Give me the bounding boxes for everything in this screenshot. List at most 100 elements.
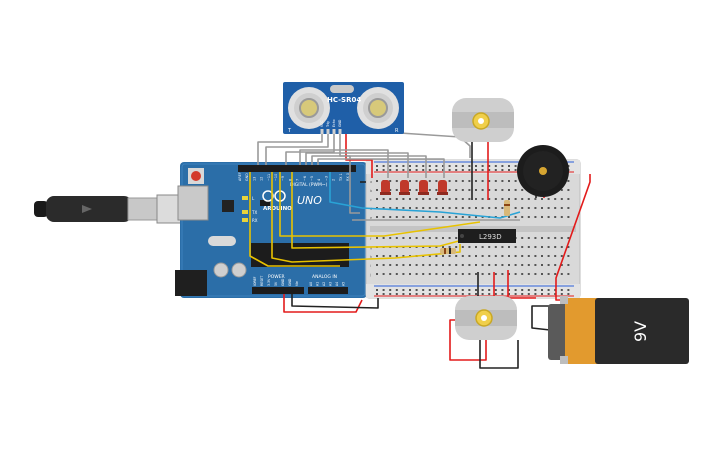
wire-motor-bottom-black	[479, 340, 519, 369]
row-letter: f	[370, 237, 372, 241]
wire-yellow-4	[249, 172, 340, 267]
analog-pin-label: A2	[322, 282, 326, 286]
led-array	[380, 180, 448, 195]
row-letter: g	[370, 246, 372, 250]
digital-pin-label: 7	[296, 179, 300, 181]
sensor-pin-label: Trig	[326, 121, 330, 128]
digital-pin-label: ~6	[303, 176, 307, 181]
usb-jack	[177, 185, 209, 221]
sensor-corner-left: T	[287, 128, 292, 134]
led-label-l: L	[252, 196, 255, 201]
row-letter: h	[370, 255, 372, 259]
digital-header[interactable]	[238, 165, 356, 172]
sensor-pin-label: Echo	[332, 119, 336, 127]
analog-pin-label: A5	[342, 282, 346, 286]
power-pin-label: IOREF	[253, 276, 257, 286]
digital-pin-label: ~10	[274, 174, 278, 181]
digital-pin-label: AREF	[238, 172, 242, 181]
power-jack	[175, 270, 207, 296]
analog-pin-label: A1	[316, 282, 320, 286]
buzzer-center-icon	[539, 167, 547, 175]
sensor-pin[interactable]	[338, 129, 342, 134]
wire-sensor-echo	[285, 133, 335, 165]
row-letter: b	[370, 189, 373, 193]
wire-gnd	[291, 294, 379, 309]
wire-led-3	[311, 155, 427, 178]
digital-pin-label: TX 1	[339, 173, 343, 182]
wire-battery-red	[555, 174, 591, 301]
led-label-rx: RX	[252, 218, 258, 223]
digital-pin-label: 4	[317, 179, 321, 181]
digital-pin-label: ~5	[310, 176, 314, 181]
led-2	[399, 180, 410, 195]
wire-sensor-red	[345, 133, 373, 178]
digital-pin-label: ~9	[281, 176, 285, 181]
analog-pin-label: A3	[329, 282, 333, 286]
dc-motor-top[interactable]	[452, 98, 514, 142]
power-pin-label: 5V	[274, 281, 278, 286]
power-pin-label: Vin	[295, 281, 299, 286]
digital-pin-label: 13	[252, 177, 256, 181]
sensor-label: HC-SR04	[327, 96, 361, 104]
power-label: POWER	[268, 274, 285, 280]
digital-pin-label: 12	[260, 177, 264, 181]
sensor-corner-right: R	[395, 128, 399, 134]
digital-pin-label: 2	[332, 179, 336, 181]
power-header[interactable]	[252, 287, 304, 294]
analog-pin-label: A4	[335, 282, 339, 286]
analog-header[interactable]	[308, 287, 348, 294]
led-4	[437, 180, 448, 195]
wire-yellow-2	[279, 172, 481, 237]
wire-led-2	[305, 152, 409, 178]
row-letter: j	[369, 273, 371, 277]
digital-pin-label: ~3	[324, 176, 328, 181]
wire-motor-bottom-red	[449, 319, 487, 361]
wire-led-4	[317, 158, 445, 178]
power-pin-label: RESET	[260, 276, 264, 286]
sensor-pin[interactable]	[320, 129, 324, 134]
row-letter: i	[370, 264, 371, 268]
digital-pin-label: RX 0	[346, 173, 350, 181]
resistors	[440, 200, 510, 254]
digital-pin-label: ~11	[267, 174, 271, 181]
row-letter: c	[370, 198, 372, 202]
arduino-logo-text: ARDUINO	[263, 206, 292, 212]
wire-5v	[283, 294, 363, 313]
wire-yellow-3	[291, 172, 471, 249]
power-pin-label: GND	[288, 278, 292, 286]
row-letter: e	[370, 216, 372, 220]
digital-pin-label: GND	[245, 173, 249, 181]
l293d-label: L293D	[479, 233, 502, 241]
sensor-pin-label: VCC	[320, 120, 324, 127]
wire-sensor-vcc	[257, 133, 323, 165]
battery-label: 9V	[631, 321, 650, 342]
led-1	[380, 180, 391, 195]
dc-motor-bottom[interactable]	[455, 296, 517, 340]
battery-9v[interactable]: 9V	[548, 296, 689, 364]
analog-pin-label: A0	[309, 282, 313, 286]
led-3	[418, 180, 429, 195]
atmega-chip	[251, 243, 349, 267]
analog-label: ANALOG IN	[312, 274, 337, 280]
wire-yellow-1	[271, 172, 461, 263]
wire-blue	[329, 172, 521, 219]
power-pin-label: GND	[281, 278, 285, 286]
l293d-chip[interactable]: L293D	[458, 229, 516, 243]
piezo-buzzer[interactable]	[517, 145, 569, 197]
sensor-pin[interactable]	[332, 129, 336, 134]
led-label-tx: TX	[251, 210, 257, 215]
wire-sensor-trig	[265, 133, 329, 165]
sensor-pin-label: GND	[338, 119, 342, 127]
power-pin-label: 3.3V	[267, 278, 271, 286]
digital-label: DIGITAL (PWM~)	[290, 182, 328, 188]
usb-cable	[34, 194, 186, 224]
digital-pin-label: 8	[288, 179, 292, 181]
wire-led-1	[299, 149, 389, 178]
row-letter: a	[370, 180, 372, 184]
arduino-model: UNO	[297, 194, 322, 207]
sensor-pin[interactable]	[326, 129, 330, 134]
